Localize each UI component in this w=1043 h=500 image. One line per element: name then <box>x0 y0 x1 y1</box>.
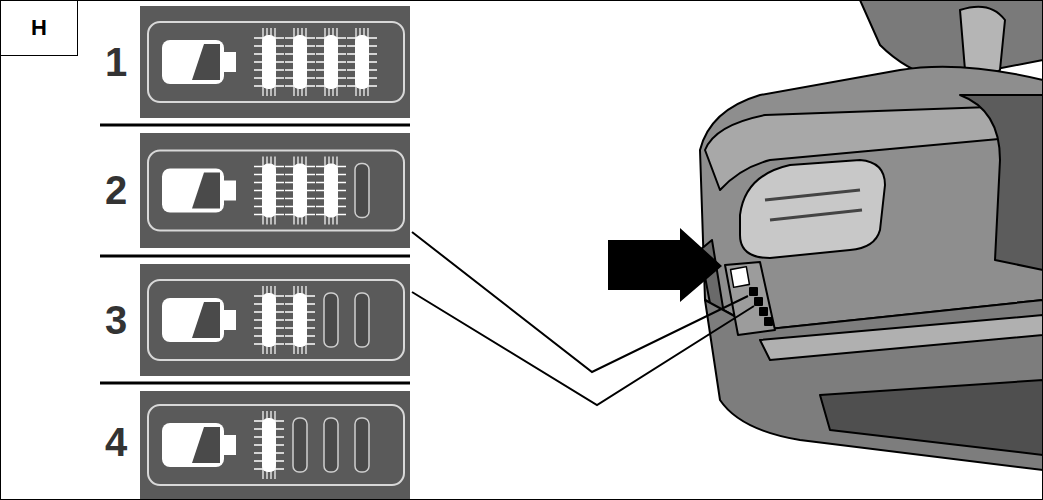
callout-number: 3 <box>105 300 127 340</box>
press-arrow <box>608 228 722 302</box>
leader-lines <box>412 232 754 405</box>
indicator-panel <box>140 133 410 248</box>
callout-number: 1 <box>105 42 127 82</box>
indicator-panel <box>140 6 410 118</box>
indicator-panel <box>140 391 410 499</box>
battery-pack <box>700 0 1043 470</box>
indicator-panels <box>140 6 410 499</box>
indicator-panel <box>140 264 410 376</box>
figure-letter: H <box>31 17 47 39</box>
figure-letter-box <box>1 1 78 56</box>
callout-number: 2 <box>105 170 127 210</box>
callout-number: 4 <box>105 422 127 462</box>
separator-lines <box>100 125 410 383</box>
